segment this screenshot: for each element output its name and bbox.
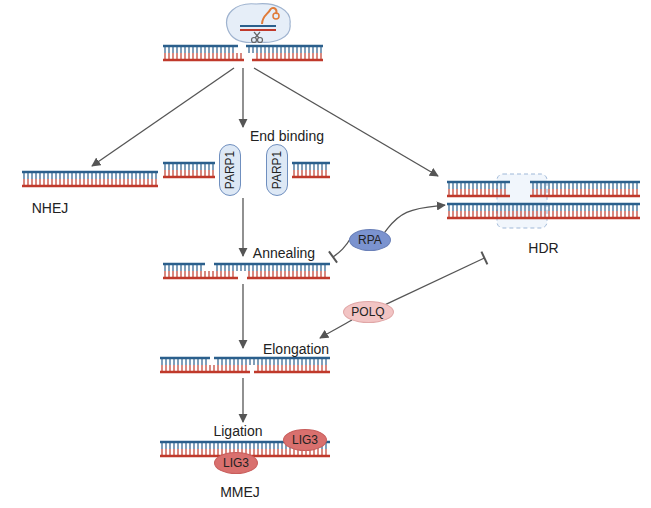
dna-strands (22, 46, 640, 456)
protein-pill: PARP1 (219, 144, 241, 196)
node-text: RPA (358, 233, 382, 247)
protein-pill: PARP1 (266, 144, 288, 196)
connector (386, 258, 485, 304)
node-text: PARP1 (270, 151, 284, 189)
connector (385, 205, 445, 232)
node-text: POLQ (351, 305, 384, 319)
hdr-region: HDR (445, 170, 642, 258)
protein-ellipse: LIG3 (214, 452, 258, 474)
node-text: HDR (528, 240, 558, 256)
stage-label: End binding (250, 128, 324, 144)
stage-label: Ligation (213, 423, 262, 439)
pathway-arrows (92, 68, 438, 422)
node-text: LIG3 (223, 456, 249, 470)
scissors-icon (252, 32, 263, 43)
stage-label: NHEJ (32, 200, 69, 216)
protein-ellipse: RPA (349, 229, 391, 251)
protein-ellipse: POLQ (343, 301, 394, 323)
stage-label: Elongation (263, 341, 329, 357)
stage-label: Annealing (253, 245, 315, 261)
node-text: PARP1 (223, 151, 237, 189)
stage-label: MMEJ (220, 484, 260, 500)
cas9-icon (227, 4, 291, 43)
protein-ellipse: LIG3 (283, 429, 327, 451)
node-text: LIG3 (292, 433, 318, 447)
